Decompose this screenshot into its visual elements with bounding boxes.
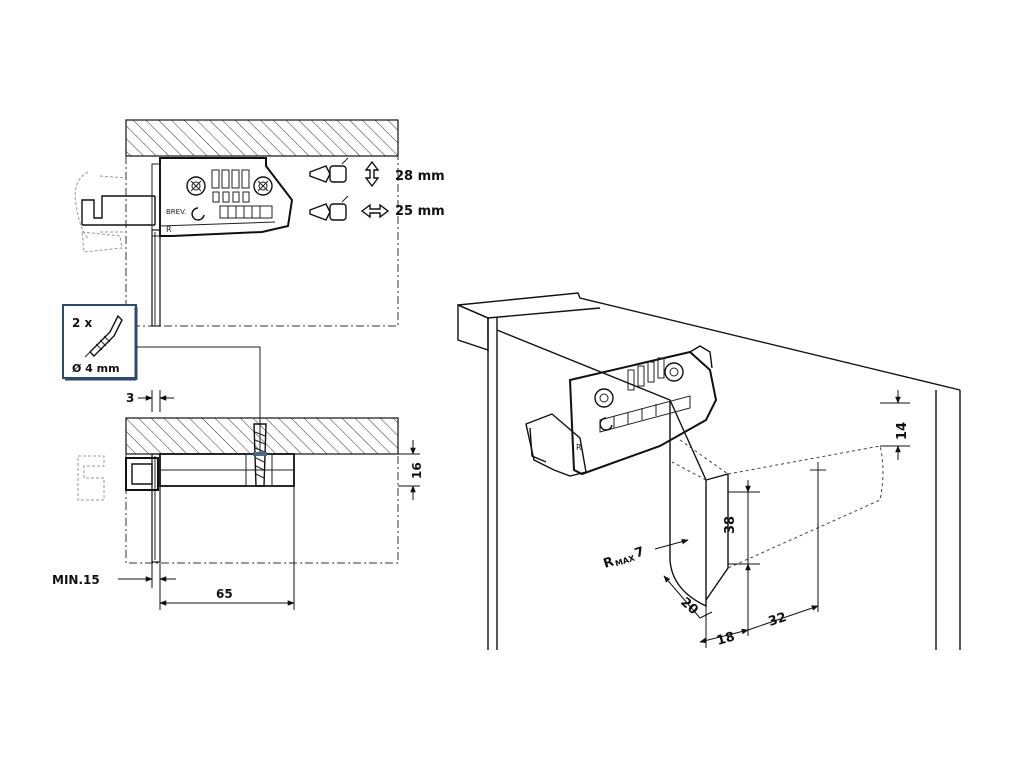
dim-18: 18: [715, 629, 737, 648]
hinge-adapter-side-view: [159, 157, 294, 237]
svg-text:MAX: MAX: [614, 553, 637, 568]
cabinet-top-section: [125, 119, 399, 157]
dim-depth-65: 65: [216, 587, 233, 601]
screw-diameter: Ø 4 mm: [72, 362, 120, 375]
vertical-adjust-icon: [309, 157, 380, 188]
svg-text:R: R: [602, 554, 616, 571]
dim-gap: 3: [126, 391, 134, 405]
horizontal-adjust-label: 25 mm: [395, 204, 445, 219]
dim-32: 32: [767, 610, 789, 630]
screw-quantity: 2 x: [72, 316, 93, 330]
radius-label: R MAX 7: [602, 545, 647, 572]
dim-38: 38: [723, 516, 738, 534]
screw-icon: [84, 314, 123, 358]
dim-height-16: 16: [410, 462, 424, 479]
svg-text:R: R: [166, 225, 172, 234]
dim-min-15: MIN.15: [52, 573, 100, 587]
vertical-adjust-label: 28 mm: [395, 169, 445, 184]
dim-14: 14: [895, 422, 910, 440]
svg-text:7: 7: [633, 545, 646, 562]
hinge-adapter-isometric: [568, 350, 718, 476]
isometric-view: R 14 38 R MAX 7 20 18: [457, 292, 961, 650]
svg-text:R: R: [576, 443, 582, 452]
bottom-view: 3 16 MIN.15 65: [52, 390, 424, 610]
brev-mark: BREV.: [166, 208, 186, 216]
top-view: BREV. R 28 mm 25 mm: [74, 119, 445, 327]
screw-info-box: 2 x Ø 4 mm: [62, 304, 261, 452]
horizontal-adjust-icon: [309, 195, 390, 221]
